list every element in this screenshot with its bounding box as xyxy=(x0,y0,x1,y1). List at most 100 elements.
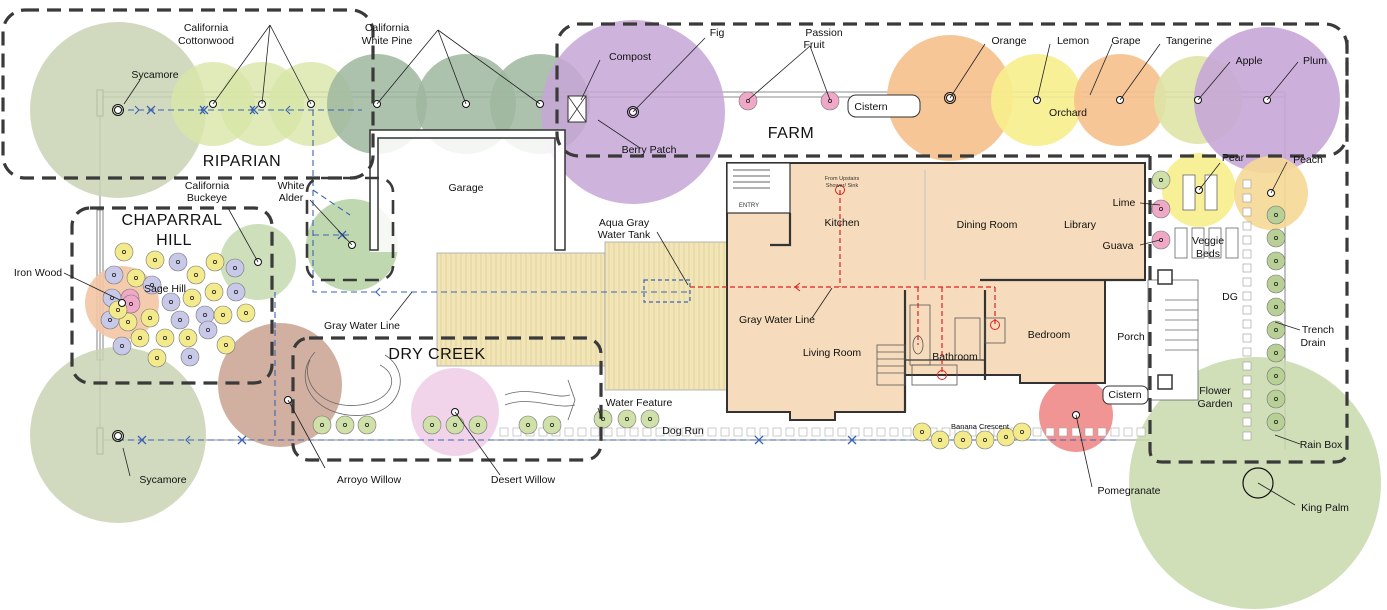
house xyxy=(726,162,1199,421)
label-entry: ENTRY xyxy=(739,203,759,209)
passion-fruit-1 xyxy=(820,91,840,111)
room-labels: ENTRY Kitchen Dining Room Library Living… xyxy=(739,176,1145,363)
label-trench-1: Trench xyxy=(1302,324,1334,336)
dry-creek-shrub-2 xyxy=(357,415,377,435)
trench-shrub-353 xyxy=(1266,343,1286,363)
label-dining-room: Dining Room xyxy=(957,219,1018,231)
label-alder-2: Alder xyxy=(279,192,304,204)
label-cottonwood-2: Cottonwood xyxy=(178,35,234,47)
label-passion-1: Passion xyxy=(805,27,843,39)
sage-shrub-22 xyxy=(130,328,150,348)
label-flower-2: Garden xyxy=(1197,398,1232,410)
label-veggie-1: Veggie xyxy=(1192,235,1224,247)
feature-labels: Garage Gray Water Line Gray Water Line A… xyxy=(324,101,1343,451)
label-water-feature: Water Feature xyxy=(606,397,673,409)
label-tangerine: Tangerine xyxy=(1166,35,1212,47)
label-cottonwood-1: California xyxy=(184,22,229,34)
label-passion-2: Fruit xyxy=(804,39,825,51)
cistern-top-tank xyxy=(847,94,921,118)
trench-shrub-399 xyxy=(1266,389,1286,409)
veggie-beds xyxy=(1174,174,1239,259)
sage-shrub-19 xyxy=(213,305,233,325)
compost-bin xyxy=(567,95,587,123)
label-bedroom: Bedroom xyxy=(1028,329,1071,341)
aqua-gray-water-tank xyxy=(643,279,691,303)
label-shower-1: From Upstairs xyxy=(825,176,860,182)
trench-shrub-215 xyxy=(1266,205,1286,225)
label-library: Library xyxy=(1064,219,1097,231)
label-shower-2: Shower/ Sink xyxy=(826,183,859,189)
dry-creek-shrub-8 xyxy=(593,409,613,429)
dry-creek-shrub-9 xyxy=(617,409,637,429)
banana-plant-2 xyxy=(975,430,995,450)
farm-zone-box-right xyxy=(1148,40,1349,464)
label-sycamore-top: Sycamore xyxy=(131,69,178,81)
sage-shrub-24 xyxy=(178,328,198,348)
label-aqua-1: Aqua Gray xyxy=(599,217,650,229)
label-banana: Banana Crescent xyxy=(951,422,1010,431)
dry-creek-bed xyxy=(304,351,576,421)
sage-shrub-25 xyxy=(198,320,218,340)
sage-shrub-10 xyxy=(161,292,181,312)
label-peach: Peach xyxy=(1293,154,1323,166)
label-apple: Apple xyxy=(1236,55,1263,67)
label-alder-1: White xyxy=(278,180,305,192)
zone-title-chaparral: CHAPARRAL xyxy=(121,212,222,229)
label-pomegranate: Pomegranate xyxy=(1097,485,1160,497)
trench-shrub-330 xyxy=(1266,320,1286,340)
chaparral-zone-box xyxy=(70,206,274,385)
label-dg: DG xyxy=(1222,291,1238,303)
zone-title-dry-creek: DRY CREEK xyxy=(388,346,485,363)
sage-shrub-28 xyxy=(180,347,200,367)
arroyo-willow-canopy xyxy=(218,323,342,447)
cistern-bottom-tank xyxy=(1102,385,1149,405)
trench-shrub-376 xyxy=(1266,366,1286,386)
lime-shrub-b xyxy=(1151,199,1171,219)
label-berry-patch: Berry Patch xyxy=(622,144,677,156)
sage-shrub-21 xyxy=(112,336,132,356)
banana-plant-0 xyxy=(930,430,950,450)
entry-stairs xyxy=(733,169,770,189)
garage xyxy=(369,129,566,252)
label-cistern-top: Cistern xyxy=(854,101,887,113)
gray-water-system xyxy=(118,105,1120,445)
dry-creek-shrub-10 xyxy=(640,409,660,429)
sage-shrub-17 xyxy=(170,310,190,330)
label-compost: Compost xyxy=(609,51,651,63)
dry-creek-shrub-1 xyxy=(335,415,355,435)
sage-shrub-5 xyxy=(205,252,225,272)
label-sage-hill: Sage Hill xyxy=(144,283,186,295)
label-grape: Grape xyxy=(1111,35,1140,47)
label-orange: Orange xyxy=(991,35,1026,47)
trench-shrub-284 xyxy=(1266,274,1286,294)
label-porch: Porch xyxy=(1117,331,1145,343)
sage-shrub-2 xyxy=(145,250,165,270)
label-garage: Garage xyxy=(448,182,483,194)
guava-shrub xyxy=(1151,230,1171,250)
sage-shrub-7 xyxy=(104,265,124,285)
dry-creek-zone-box xyxy=(291,336,603,462)
label-gray-water-line-house: Gray Water Line xyxy=(739,314,815,326)
interior-stairs xyxy=(876,344,906,386)
label-buckeye-2: Buckeye xyxy=(187,192,227,204)
dry-creek-shrub-3 xyxy=(422,415,442,435)
trench-shrub-307 xyxy=(1266,297,1286,317)
label-gray-water-line-left: Gray Water Line xyxy=(324,320,400,332)
zone-title-farm: FARM xyxy=(768,125,814,142)
sage-shrub-11 xyxy=(182,288,202,308)
sage-shrub-16 xyxy=(140,308,160,328)
dry-creek-shrub-4 xyxy=(445,415,465,435)
label-aqua-2: Water Tank xyxy=(598,229,651,241)
label-leaders xyxy=(63,24,1301,506)
lime-shrub-a xyxy=(1151,170,1171,190)
wood-deck xyxy=(436,241,728,391)
label-white-pine-2: White Pine xyxy=(362,35,413,47)
sage-shrub-12 xyxy=(204,282,224,302)
banana-plant-1 xyxy=(953,430,973,450)
label-iron-wood: Iron Wood xyxy=(14,267,62,279)
king-palm-canopy xyxy=(1129,357,1381,609)
sage-shrub-6 xyxy=(225,258,245,278)
dg-pavers xyxy=(1242,179,1252,441)
dry-creek-shrub-5 xyxy=(468,415,488,435)
label-plum: Plum xyxy=(1303,55,1327,67)
